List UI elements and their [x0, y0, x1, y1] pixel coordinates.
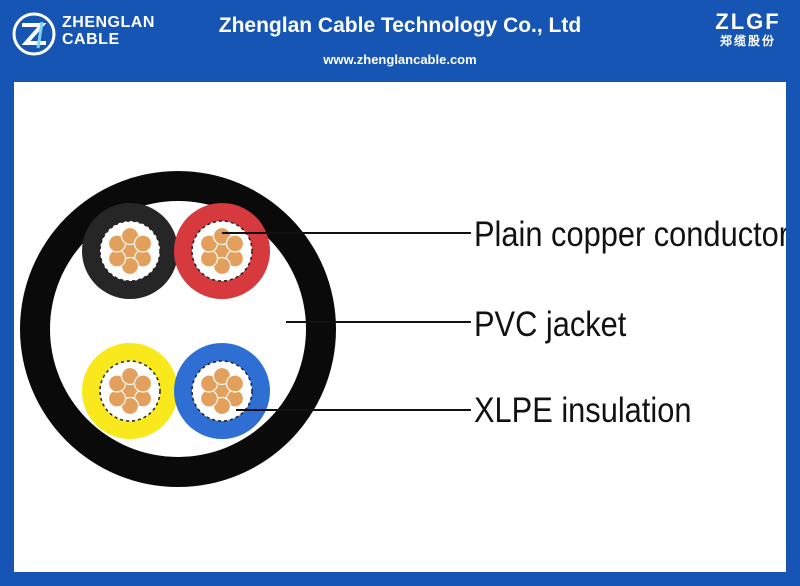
cores-group [82, 203, 270, 439]
core-red-copper-strand [225, 234, 245, 253]
header-bar: ZHENGLAN CABLE Zhenglan Cable Technology… [0, 0, 800, 82]
label-xlpe-insulation: XLPE insulation [474, 391, 692, 430]
logo-line-1: ZHENGLAN [62, 14, 155, 31]
core-yellow [82, 343, 178, 439]
core-blue [174, 343, 270, 439]
cable-cross-section [20, 171, 471, 487]
zlgf-logo: ZLGF 郑缆股份 [712, 10, 784, 60]
zlgf-logo-en: ZLGF [715, 9, 781, 34]
logo-line-2: CABLE [62, 31, 120, 48]
label-plain-copper-conductor: Plain copper conductor [474, 215, 786, 254]
zl-logo-icon [12, 12, 56, 56]
core-yellow-copper-strand [133, 374, 153, 393]
website-link[interactable]: www.zhenglancable.com [323, 52, 477, 67]
logo-wordmark: ZHENGLAN CABLE [62, 14, 155, 48]
cable-diagram-panel: Plain copper conductor PVC jacket XLPE i… [14, 82, 786, 572]
label-pvc-jacket: PVC jacket [474, 305, 627, 344]
core-blue-copper-strand [225, 374, 245, 393]
core-black [82, 203, 178, 299]
zhenglan-logo: ZHENGLAN CABLE [12, 12, 162, 56]
company-name: Zhenglan Cable Technology Co., Ltd [218, 14, 582, 37]
core-red [174, 203, 270, 299]
zlgf-logo-cn: 郑缆股份 [719, 34, 776, 48]
core-black-copper-strand [133, 234, 153, 253]
